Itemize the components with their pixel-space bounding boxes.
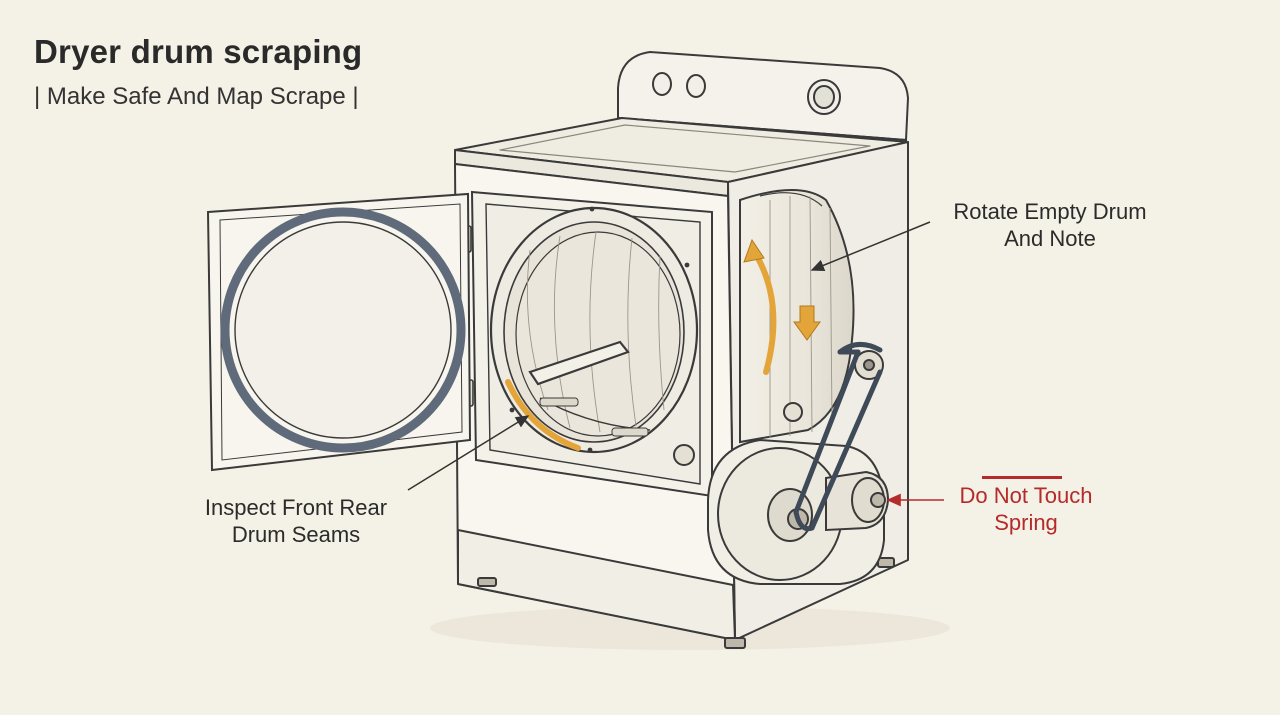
- callout-inspect-line-2: Drum Seams: [231, 522, 361, 547]
- leader-inspect: [407, 415, 530, 491]
- callout-rotate-line-2: And Note: [1004, 226, 1096, 251]
- front-seam-highlight: [505, 379, 581, 451]
- page-title: Dryer drum scraping: [34, 33, 363, 70]
- callout-inspect-seams: Inspect Front Rear Drum Seams: [186, 494, 406, 548]
- callout-rotate-drum: Rotate Empty Drum And Note: [930, 198, 1170, 252]
- knob-small-2: [686, 74, 706, 98]
- page-subtitle: | Make Safe And Map Scrape |: [34, 83, 359, 110]
- door-glass: [234, 221, 452, 439]
- warning-overline: [982, 476, 1062, 479]
- dryer-door: [206, 192, 472, 472]
- callout-rotate-line-1: Rotate Empty Drum: [953, 199, 1147, 224]
- rotation-arc: [749, 245, 777, 375]
- door-gasket: [220, 207, 466, 453]
- control-console: [617, 51, 909, 141]
- callout-inspect-line-1: Inspect Front Rear: [204, 495, 388, 520]
- knob-small-1: [652, 72, 672, 96]
- callout-warning-spring: Do Not Touch Spring: [946, 482, 1106, 536]
- drum-roller-1: [783, 402, 803, 422]
- drive-belt: [793, 342, 883, 532]
- callout-warning-line-1: Do Not Touch: [959, 483, 1093, 508]
- drum-baffle: [528, 340, 630, 386]
- drum-side: [673, 189, 855, 466]
- frame-screws: [509, 206, 690, 453]
- callout-warning-line-2: Spring: [994, 510, 1058, 535]
- drum-roller-2: [673, 444, 695, 466]
- leader-rotate: [810, 221, 931, 272]
- control-knobs: [652, 72, 841, 115]
- rotation-arrow-down: [793, 305, 821, 341]
- scrape-highlights: [505, 245, 777, 451]
- drum-opening: [489, 206, 699, 454]
- rotation-arrowhead-up: [743, 238, 765, 263]
